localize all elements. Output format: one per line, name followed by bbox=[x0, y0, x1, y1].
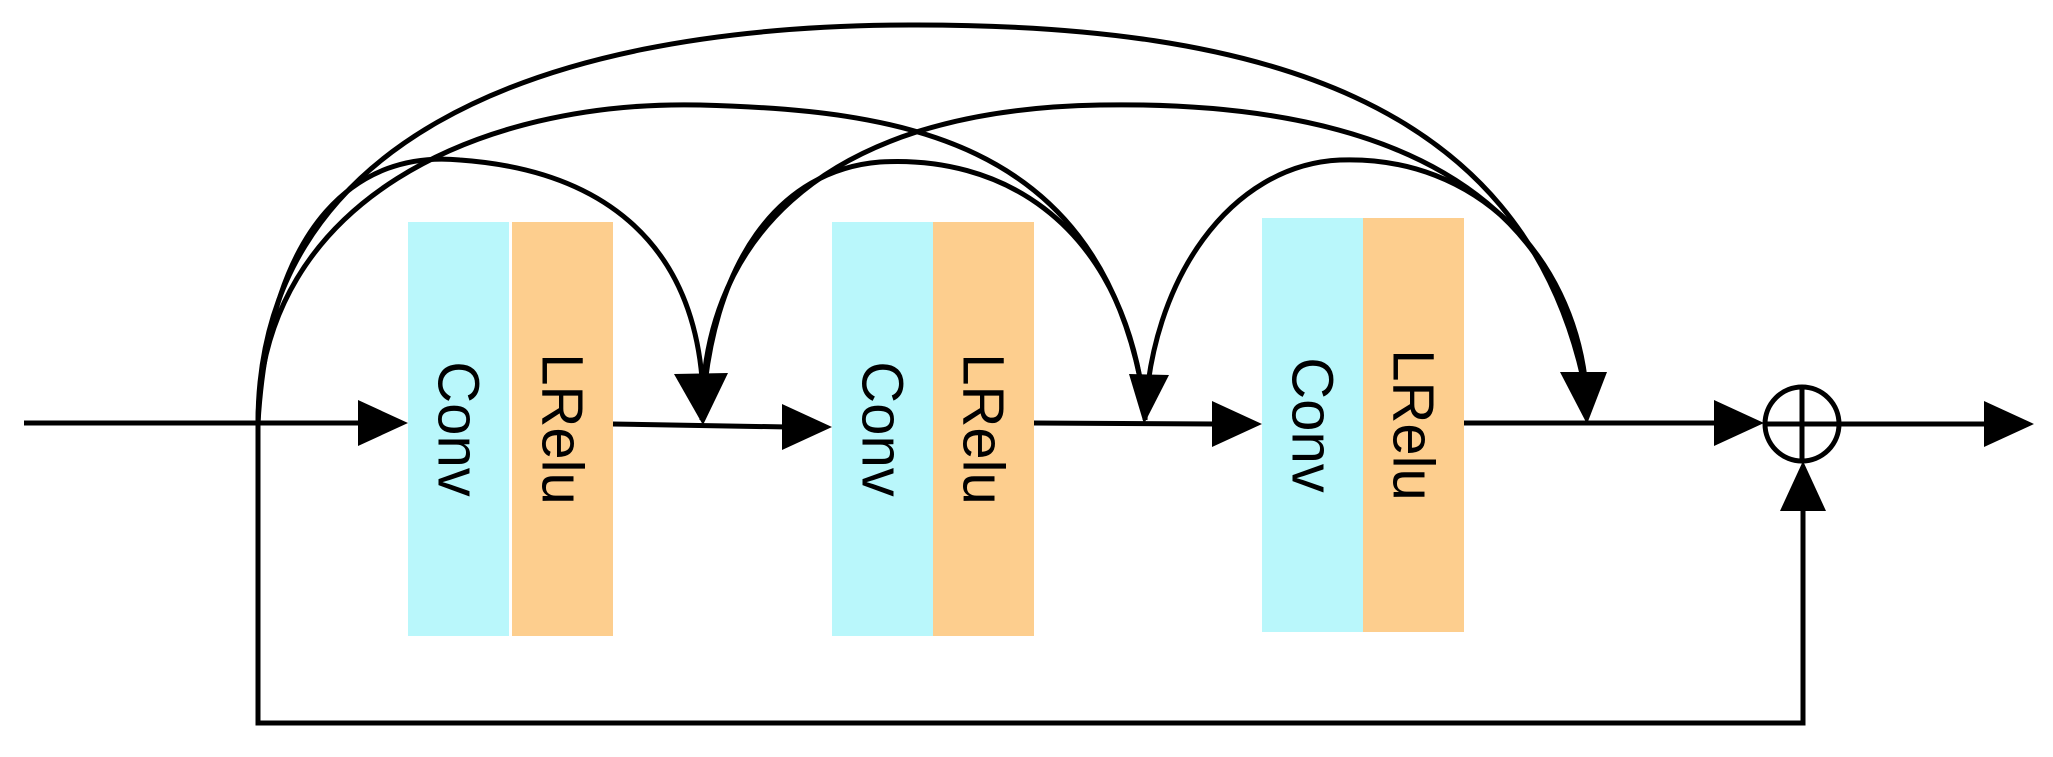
dense-arc-to-block3-arrow-head bbox=[1129, 374, 1169, 424]
circle-plus-icon bbox=[1762, 384, 1842, 464]
link-1-2-arrow-head bbox=[782, 404, 832, 450]
dense-arc-input-to-output bbox=[255, 22, 1586, 424]
to-sum-arrow-head bbox=[1714, 400, 1764, 446]
block-1-lrelu-box bbox=[512, 222, 613, 636]
block-1-conv-label: Conv bbox=[426, 361, 491, 496]
dense-connections bbox=[255, 22, 1607, 425]
block-2-conv-box bbox=[832, 222, 933, 636]
dense-arc-input-to-block3 bbox=[255, 102, 1143, 424]
dense-arc-block2-to-output bbox=[1142, 157, 1588, 421]
block-3-lrelu-box bbox=[1363, 218, 1464, 632]
block-2-lrelu-label: LRelu bbox=[951, 353, 1016, 505]
block-1-lrelu-label: LRelu bbox=[530, 353, 595, 505]
block-3-conv-box bbox=[1262, 218, 1363, 632]
global-skip-connection bbox=[255, 423, 1826, 726]
block-3-conv-label: Conv bbox=[1280, 357, 1345, 492]
block-2-lrelu-box bbox=[933, 222, 1034, 636]
link-1-2-line bbox=[612, 421, 789, 430]
input-arrow-head bbox=[358, 400, 408, 446]
output-arrow-head bbox=[1984, 401, 2034, 447]
block-2: Conv LRelu bbox=[832, 222, 1034, 636]
global-skip-arrow-head bbox=[1780, 461, 1826, 511]
block-1: Conv LRelu bbox=[408, 222, 613, 636]
link-2-3-line bbox=[1033, 420, 1217, 427]
link-2-3-arrow-head bbox=[1212, 401, 1262, 447]
block-3-lrelu-label: LRelu bbox=[1381, 349, 1446, 501]
block-2-conv-label: Conv bbox=[850, 361, 915, 496]
block-3: Conv LRelu bbox=[1262, 218, 1464, 632]
dense-arc-to-output-arrow-head bbox=[1560, 372, 1607, 424]
block-1-conv-box bbox=[408, 222, 509, 636]
main-path bbox=[24, 400, 2034, 450]
global-skip-line bbox=[255, 423, 1806, 726]
